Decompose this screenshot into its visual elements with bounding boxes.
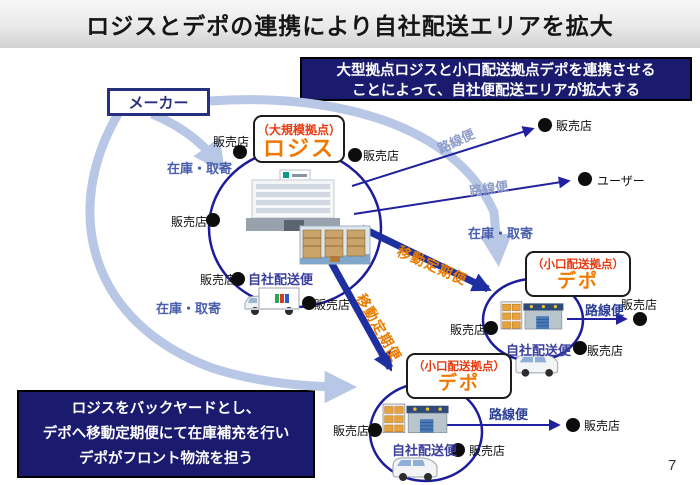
- stock-pickup-label: 在庫・取寄: [156, 301, 222, 316]
- logis-name: ロジス: [262, 136, 335, 161]
- store-label: 販売店: [200, 273, 237, 287]
- page-number: 7: [668, 457, 677, 474]
- store-label: 販売店: [450, 323, 487, 337]
- depot-right-box: （小口配送拠点） デポ: [525, 251, 631, 297]
- callout-top-line1: 大型拠点ロジスと小口配送拠点デポを連携させる: [336, 63, 656, 79]
- depot-right-image: [500, 301, 564, 330]
- maker-box: メーカー: [107, 88, 210, 116]
- callout-top: 大型拠点ロジスと小口配送拠点デポを連携させる ことによって、自社便配送エリアが拡…: [300, 57, 692, 101]
- store-label: 販売店: [469, 444, 506, 458]
- store-label: 販売店: [171, 215, 208, 229]
- depot-bottom-box: （小口配送拠点） デポ: [406, 353, 512, 399]
- stock-pickup-label: 在庫・取寄: [468, 226, 534, 241]
- store-label: 販売店: [587, 344, 624, 358]
- route-arrows: [351, 126, 628, 431]
- route-service-label: 路線便: [585, 303, 625, 318]
- store-node-dots: [206, 118, 647, 457]
- store-label: 販売店: [584, 419, 621, 433]
- depot-right-type-label: （小口配送拠点）: [532, 259, 624, 271]
- logis-type-label: （大規模拠点）: [256, 123, 341, 137]
- store-label: 販売店: [363, 149, 400, 163]
- warehouse-photo-image: [299, 225, 371, 265]
- store-label: 販売店: [213, 135, 250, 149]
- own-delivery-label: 自社配送便: [506, 343, 572, 358]
- route-service-label: 路線便: [489, 407, 529, 422]
- logis-building-image: [246, 169, 340, 231]
- stock-pickup-label: 在庫・取寄: [167, 161, 233, 176]
- depot-bottom-type-label: （小口配送拠点）: [413, 361, 505, 373]
- callout-bottom: ロジスをバックヤードとし、 デポへ移動定期便にて在庫補充を行い デポがフロント物…: [17, 390, 315, 478]
- store-label: 販売店: [314, 298, 351, 312]
- maker-flow-arrows: [85, 95, 513, 404]
- store-label: 販売店: [621, 298, 658, 312]
- own-delivery-label: 自社配送便: [248, 272, 314, 287]
- transfer-arrows: [327, 224, 492, 372]
- logis-box: （大規模拠点） ロジス: [253, 115, 345, 163]
- callout-bottom-line2: デポへ移動定期便にて在庫補充を行い: [42, 426, 290, 442]
- callout-bottom-line1: ロジスをバックヤードとし、: [71, 401, 261, 417]
- user-label: ユーザー: [597, 174, 645, 188]
- delivery-van-bottom-image: [392, 457, 438, 481]
- depot-bottom-image: [382, 403, 449, 434]
- page-title: ロジスとデポの連携により自社配送エリアを拡大: [86, 13, 614, 39]
- own-delivery-label: 自社配送便: [392, 443, 458, 458]
- store-label: 販売店: [333, 424, 370, 438]
- store-label: 販売店: [556, 119, 593, 133]
- slide-header: ロジスとデポの連携により自社配送エリアを拡大: [0, 0, 700, 48]
- delivery-van-right-image: [515, 354, 559, 377]
- delivery-truck-image: [244, 287, 300, 315]
- depot-bottom-name: デポ: [437, 373, 480, 394]
- callout-top-line2: ことによって、自社便配送エリアが拡大する: [351, 83, 641, 99]
- callout-bottom-line3: デポがフロント物流を担う: [79, 451, 253, 467]
- depot-right-name: デポ: [556, 271, 599, 292]
